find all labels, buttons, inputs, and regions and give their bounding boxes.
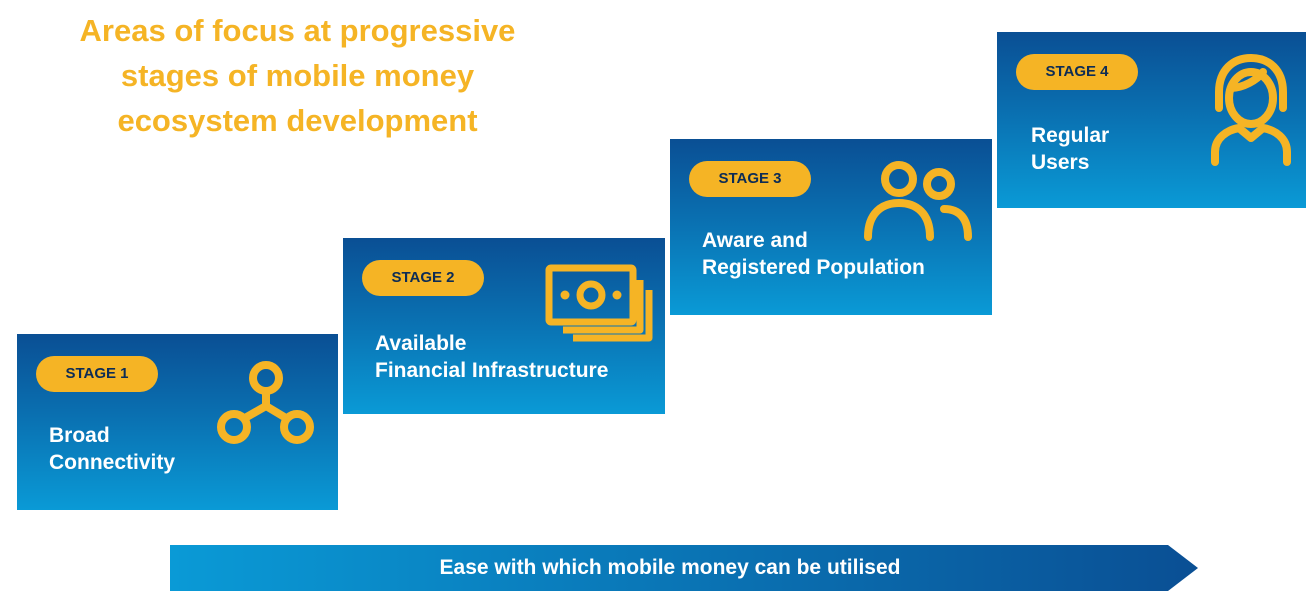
- stage-1-label-line: Broad: [49, 424, 110, 447]
- stage-3-label-line: Registered Population: [702, 256, 925, 279]
- stage-2-box: STAGE 2 Available Financial Infrastructu…: [343, 238, 665, 414]
- stage-1-box: STAGE 1 Broad Connectivity: [17, 334, 338, 510]
- stage-3-badge: STAGE 3: [689, 161, 811, 197]
- diagram-title: Areas of focus at progressive stages of …: [40, 8, 555, 143]
- title-line: stages of mobile money: [120, 58, 475, 93]
- stage-1-label: Broad Connectivity: [49, 422, 175, 476]
- title-line: ecosystem development: [117, 103, 478, 138]
- money-icon: [543, 262, 655, 342]
- stage-4-label-line: Users: [1031, 151, 1090, 174]
- stage-1-label-line: Connectivity: [49, 451, 176, 474]
- stage-4-badge: STAGE 4: [1016, 54, 1138, 90]
- ease-arrow: Ease with which mobile money can be util…: [170, 545, 1200, 591]
- stage-2-label-line: Financial Infrastructure: [375, 359, 609, 382]
- title-line: Areas of focus at progressive: [79, 13, 516, 48]
- arrow-label: Ease with which mobile money can be util…: [439, 556, 901, 579]
- stage-4-label-line: Regular: [1031, 124, 1110, 147]
- stage-2-badge: STAGE 2: [362, 260, 484, 296]
- stage-3-box: STAGE 3 Aware and Registered Population: [670, 139, 992, 315]
- stage-1-badge: STAGE 1: [36, 356, 158, 392]
- stage-3-label-line: Aware and: [702, 229, 808, 252]
- people-icon: [862, 159, 974, 241]
- stage-2-label: Available Financial Infrastructure: [375, 330, 608, 384]
- stage-4-label: Regular Users: [1031, 122, 1109, 176]
- stage-4-box: STAGE 4 Regular Users: [997, 32, 1306, 208]
- stage-2-label-line: Available: [375, 332, 467, 355]
- stage-3-label: Aware and Registered Population: [702, 227, 925, 281]
- network-icon: [217, 360, 315, 446]
- user-icon: [1209, 52, 1293, 168]
